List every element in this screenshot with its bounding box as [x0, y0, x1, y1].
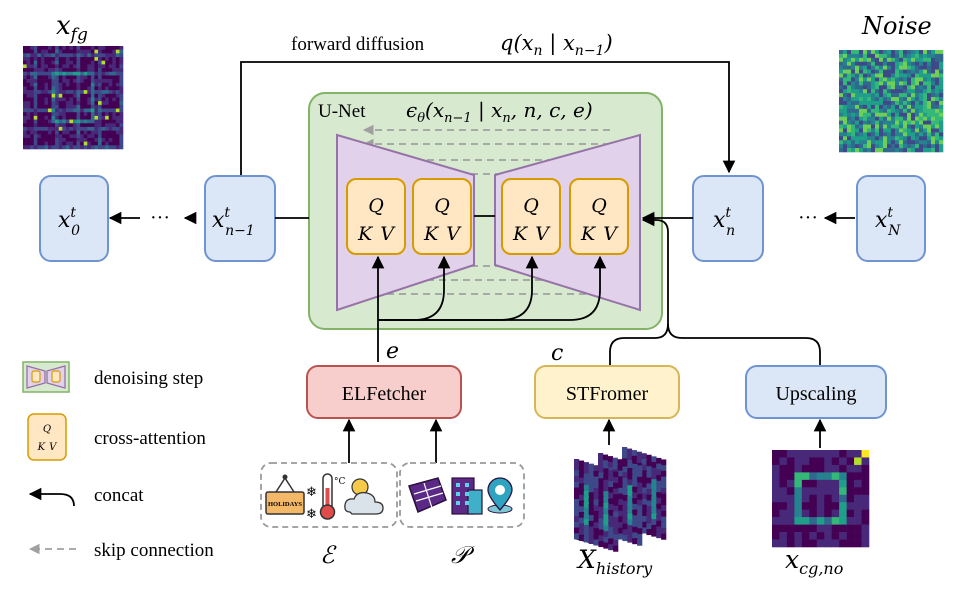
map-region-icon: [408, 477, 447, 514]
svg-text:Q: Q: [591, 195, 607, 217]
environment-icons-box: [260, 462, 398, 528]
environment-symbol: ℰ: [320, 541, 337, 569]
snowflake-icon: ❄: [306, 485, 317, 500]
holiday-sign-icon: HOLIDAYS: [265, 474, 305, 515]
thermometer-icon: ❄ ❄ °C: [306, 473, 346, 522]
svg-text:Q: Q: [523, 195, 539, 217]
building-icon: [451, 477, 483, 515]
legend-denoising-label: denoising step: [94, 368, 203, 389]
e-conditioning-arrows: [371, 255, 607, 362]
svg-text:KV: KV: [357, 223, 396, 245]
forward-diffusion-label: forward diffusion: [291, 34, 425, 55]
svg-text:Q: Q: [43, 424, 51, 435]
x-history-stack: [574, 447, 667, 552]
poi-symbol: 𝒫: [451, 541, 475, 569]
legend-concat-label: concat: [94, 485, 144, 506]
noise-label: Noise: [861, 12, 932, 40]
svg-text:STFromer: STFromer: [566, 383, 649, 405]
svg-text:❄: ❄: [306, 507, 317, 522]
x-cg-heatmap: [772, 450, 870, 548]
svg-text:xtn−1: xtn−1: [212, 205, 255, 239]
concat-arrow: [609, 213, 821, 366]
svg-text:xt0: xt0: [58, 205, 80, 239]
c-label: c: [551, 341, 563, 366]
svg-text:ELFetcher: ELFetcher: [342, 383, 427, 405]
forward-diffusion-arrow: [240, 61, 736, 178]
weather-icon: [344, 478, 384, 515]
upscaling-module: Upscaling: [745, 365, 887, 419]
ellipsis-right: ···: [798, 207, 818, 229]
x-history-label: Xhistory: [576, 545, 653, 578]
e-label: e: [386, 339, 399, 364]
module-input-arrows: [342, 418, 827, 463]
svg-text:KV: KV: [580, 223, 619, 245]
x-cg-label: xcg,no: [785, 545, 843, 578]
stfromer-module: STFromer: [534, 365, 680, 419]
svg-text:HOLIDAYS: HOLIDAYS: [268, 501, 302, 508]
svg-text:xtN: xtN: [875, 205, 901, 239]
svg-text:KV: KV: [423, 223, 462, 245]
svg-text:KV: KV: [512, 223, 551, 245]
noise-heatmap: [839, 50, 944, 153]
poi-icons-box: [399, 462, 525, 528]
x-fg-heatmap: [23, 46, 124, 150]
legend-skip-label: skip connection: [94, 540, 214, 561]
elfetcher-module: ELFetcher: [306, 365, 462, 419]
svg-text:Upscaling: Upscaling: [775, 383, 856, 405]
legend-denoising-icon: [22, 361, 70, 393]
q-formula: q(xn | xn−1): [500, 31, 613, 59]
x-fg-label: xfg: [56, 11, 88, 45]
legend-concat-icon: [28, 487, 75, 507]
location-pin-icon: [487, 477, 513, 514]
ellipsis-left: ···: [150, 207, 170, 229]
svg-text:°C: °C: [334, 477, 346, 487]
legend-cross-attention-label: cross-attention: [94, 428, 206, 449]
svg-text:KV: KV: [37, 442, 58, 453]
svg-text:Q: Q: [434, 195, 450, 217]
unet-label: U-Net: [318, 101, 366, 122]
svg-text:Q: Q: [368, 195, 384, 217]
svg-text:xtn: xtn: [713, 205, 735, 239]
epsilon-formula: ϵθ(xn−1 | xn, n, c, e): [406, 98, 593, 126]
